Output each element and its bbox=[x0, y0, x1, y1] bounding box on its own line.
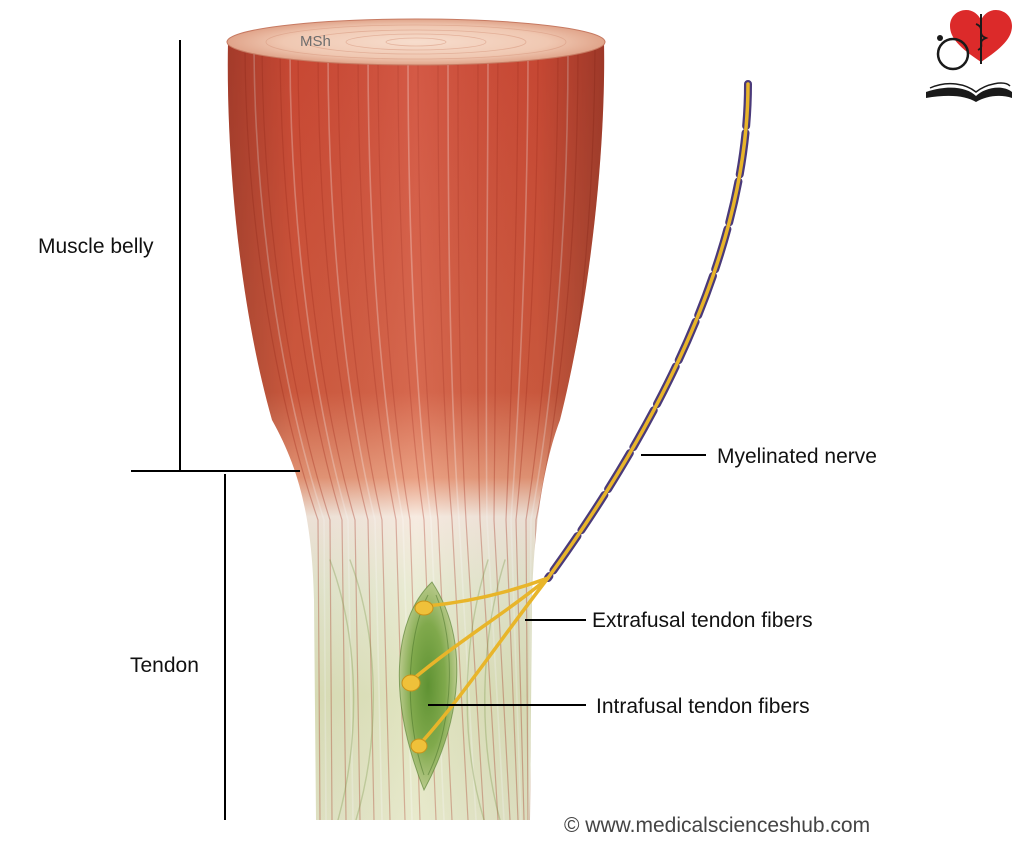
muscle-cross-section bbox=[226, 18, 606, 66]
extrafusal-tendon-fibers-label: Extrafusal tendon fibers bbox=[592, 609, 813, 632]
myelinated-nerve-label: Myelinated nerve bbox=[717, 445, 877, 468]
intrafusal-tendon-fibers-label: Intrafusal tendon fibers bbox=[596, 695, 810, 718]
logo-heart-stethoscope-book-icon bbox=[926, 10, 1012, 102]
artist-signature: MSh bbox=[300, 33, 331, 50]
muscle-belly-label: Muscle belly bbox=[38, 235, 154, 258]
copyright-credit: © www.medicalscienceshub.com bbox=[564, 814, 871, 837]
label-leader-lines bbox=[131, 40, 706, 820]
myelinated-nerve bbox=[401, 80, 752, 754]
nerve-endings bbox=[401, 600, 434, 754]
tendon-label: Tendon bbox=[130, 654, 199, 677]
nerve-branches bbox=[410, 576, 550, 746]
